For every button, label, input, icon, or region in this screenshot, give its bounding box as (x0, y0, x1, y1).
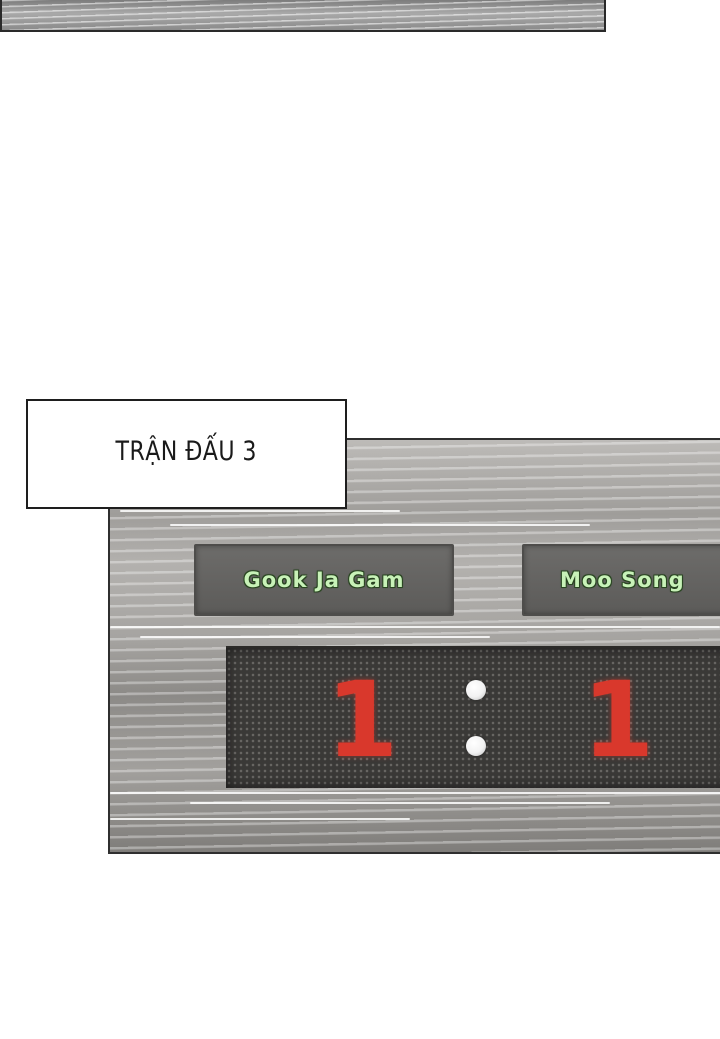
speed-line (110, 626, 720, 628)
speed-line (110, 818, 410, 820)
led-score-display: 1 1 (226, 646, 720, 788)
player-left-name: Gook Ja Gam (243, 568, 405, 592)
colon-dot-bottom (466, 736, 486, 756)
colon-dot-top (466, 680, 486, 700)
player-left-nameplate: Gook Ja Gam (194, 544, 454, 616)
player-right-name: Moo Song (560, 568, 685, 592)
score-left: 1 (326, 659, 399, 781)
top-comic-panel (0, 0, 606, 32)
caption-text: TRẬN ĐẤU 3 (115, 435, 258, 467)
speed-line (190, 802, 610, 804)
scoreboard-panel: Gook Ja Gam Moo Song 1 1 (108, 438, 720, 854)
speed-line (170, 524, 590, 526)
speed-line (110, 792, 720, 794)
player-right-nameplate: Moo Song (522, 544, 720, 616)
caption-box: TRẬN ĐẤU 3 (26, 399, 347, 509)
speed-line (140, 636, 490, 638)
score-right: 1 (582, 659, 655, 781)
speed-line (120, 510, 400, 512)
